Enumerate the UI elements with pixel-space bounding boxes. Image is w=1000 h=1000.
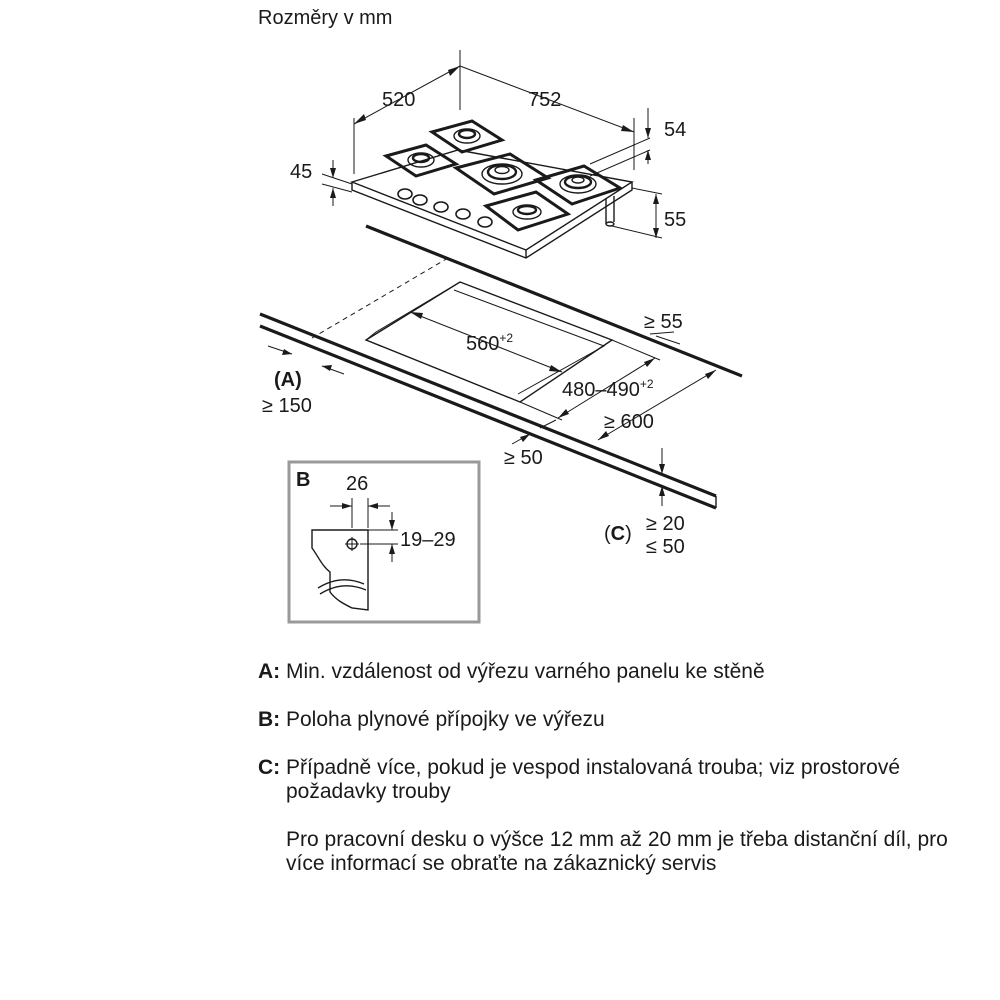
dimension-top-height: 54 [664,119,686,141]
detail-b-box [287,460,481,624]
dimension-width: 752 [528,89,561,111]
dimension-wall-gap: ≥ 150 [262,395,312,417]
legend-entry-a: A: Min. vzdálenost od výřezu varného pan… [258,660,978,684]
legend-note: Pro pracovní desku o výšce 12 mm až 20 m… [286,828,948,875]
burner [512,204,542,220]
detail-b-height: 19–29 [400,529,456,551]
grate [482,190,572,232]
control-knob [455,208,471,220]
dimension-worktop-max: ≤ 50 [646,536,685,558]
dimension-front-edge: ≥ 50 [504,447,543,469]
detail-b-label: B [296,469,310,491]
legend: A: Min. vzdálenost od výřezu varného pan… [258,660,978,897]
gas-connector [605,196,615,227]
detail-b-width: 26 [346,473,368,495]
legend-text: Min. vzdálenost od výřezu varného panelu… [286,660,765,683]
dimension-side-height: 45 [290,161,312,183]
dimension-below-height: 55 [664,209,686,231]
legend-entry-b: B: Poloha plynové přípojky ve výřezu [258,708,978,732]
worktop-profile [311,529,369,611]
control-knob [433,201,449,213]
burner [453,128,481,144]
grate [428,119,506,154]
dimension-front-gap: ≥ 600 [604,411,654,433]
grate [532,164,624,206]
burner [407,152,435,168]
grate [382,143,460,178]
worktop-back-edge [365,224,743,378]
burner [481,163,523,185]
dimension-depth: 520 [382,89,415,111]
legend-text: Poloha plynové přípojky ve výřezu [286,708,605,731]
legend-entry-c: C: Případně více, pokud je vespod instal… [258,756,978,804]
label-c: (C) [604,523,632,545]
control-knob [397,188,413,200]
hob-dimension-lines [321,50,663,239]
legend-key: A: [258,660,281,683]
dimension-cutout-depth: 480–490+2 [562,377,654,401]
dimension-back-gap: ≥ 55 [644,311,683,333]
legend-text: Případně více, pokud je vespod instalova… [286,756,901,803]
label-a: (A) [274,369,302,391]
burner [559,174,597,194]
worktop-front-edge [259,312,717,498]
worktop-dimension-lines [267,311,717,506]
legend-key: C: [258,756,281,779]
control-knob [477,216,493,228]
control-knob [412,194,428,206]
installation-diagram: Rozměry v mm [258,7,743,624]
legend-key: B: [258,708,281,731]
dimension-cutout-width: 560+2 [466,331,513,355]
hob-drawing [349,119,634,259]
dimension-worktop-min: ≥ 20 [646,513,685,535]
page-title: Rozměry v mm [258,7,392,29]
